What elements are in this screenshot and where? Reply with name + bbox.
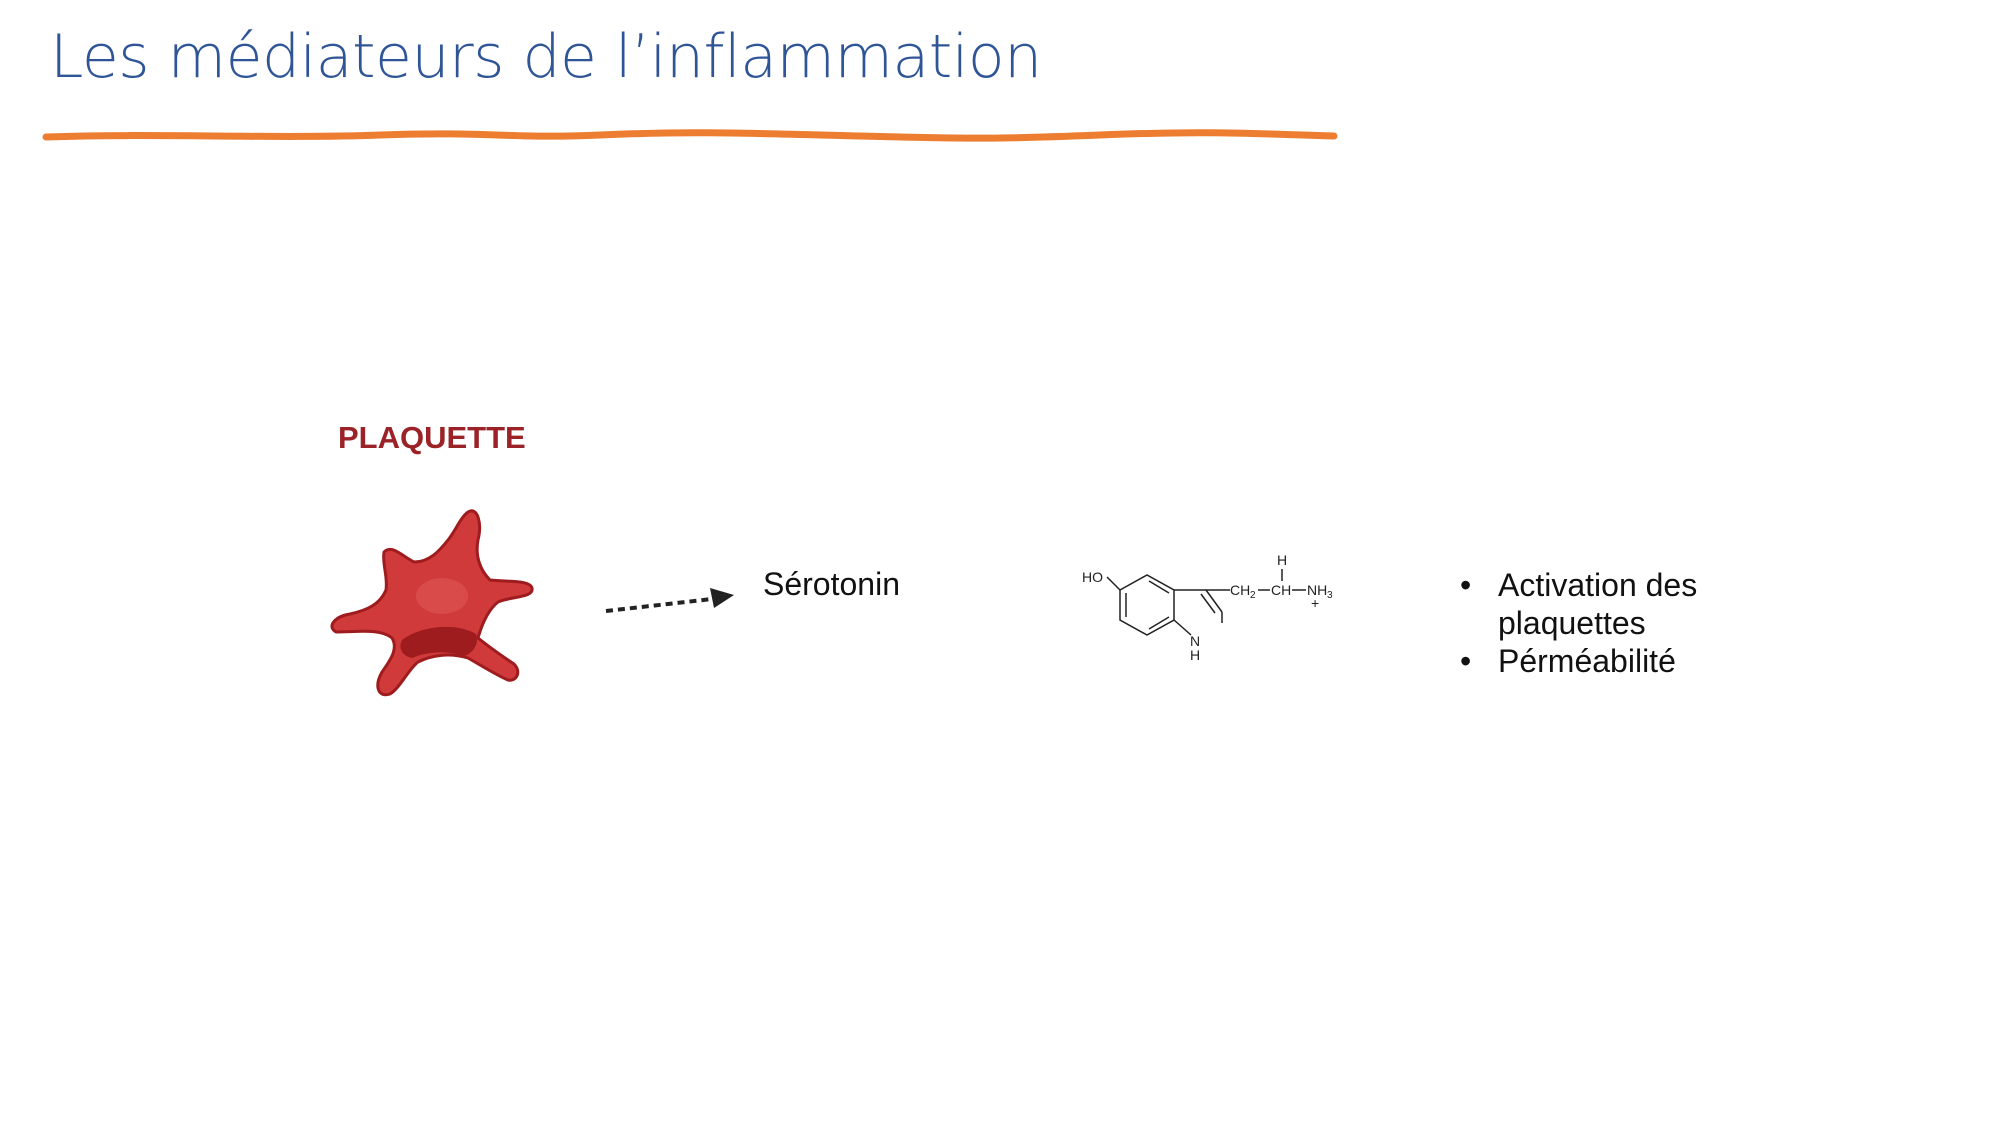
release-arrow xyxy=(605,588,734,613)
effects-list: • Activation des plaquettes • Pérméabili… xyxy=(1460,566,1760,680)
ch-label: CH xyxy=(1271,582,1291,598)
mediator-name: Sérotonin xyxy=(763,566,900,602)
slide-title: Les médiateurs de l’inflammation xyxy=(50,22,1042,92)
amine-charge: + xyxy=(1311,595,1319,611)
effect-text: Activation des plaquettes xyxy=(1498,567,1698,641)
platelet-illustration xyxy=(330,509,534,697)
serotonin-structure: HO N H H CH 2 CH NH 3 + xyxy=(1082,552,1333,663)
title-underline xyxy=(42,129,1338,142)
platelet-body xyxy=(330,509,534,697)
effect-item: • Pérméabilité xyxy=(1460,642,1760,680)
effect-item: • Activation des plaquettes xyxy=(1460,566,1760,642)
top-hydrogen-label: H xyxy=(1277,552,1287,568)
hydroxyl-label: HO xyxy=(1082,569,1103,585)
ch2-label: CH xyxy=(1230,582,1250,598)
molecule-bonds xyxy=(1106,569,1306,636)
platelet-label: PLAQUETTE xyxy=(338,420,526,455)
ch2-subscript: 2 xyxy=(1250,590,1256,601)
bullet: • xyxy=(1460,643,1472,679)
bullet: • xyxy=(1460,567,1472,603)
platelet-shadow xyxy=(400,626,478,658)
ring-nitrogen-label: N xyxy=(1190,633,1200,649)
amine-label: NH xyxy=(1307,582,1327,598)
amine-subscript: 3 xyxy=(1327,590,1333,601)
platelet-highlight xyxy=(416,578,468,614)
effect-text: Pérméabilité xyxy=(1498,643,1676,679)
ring-hydrogen-label: H xyxy=(1190,647,1200,663)
